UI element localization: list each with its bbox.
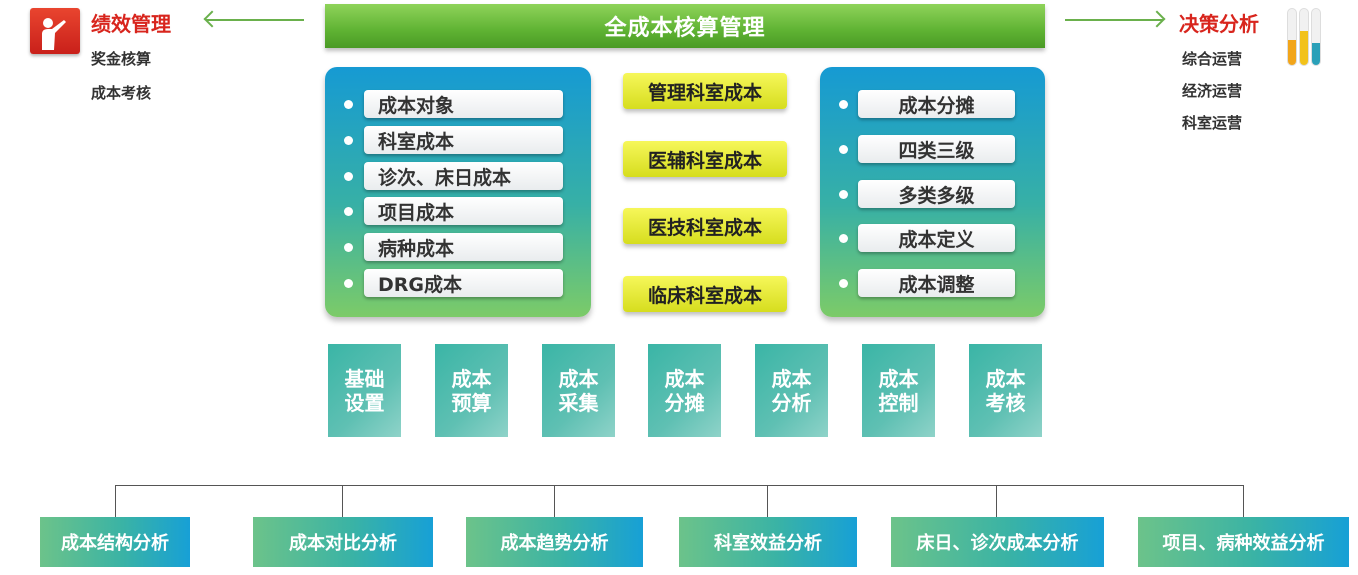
right-panel-item: 四类三级 (858, 135, 1015, 163)
corner-left-item: 成本考核 (91, 84, 152, 102)
bullet-icon (344, 172, 353, 181)
title-bar: 全成本核算管理 (325, 4, 1045, 48)
module-box: 成本分析 (755, 344, 828, 437)
bullet-icon (839, 279, 848, 288)
corner-left-item: 奖金核算 (91, 50, 152, 68)
module-box: 成本控制 (862, 344, 935, 437)
analysis-box: 项目、病种效益分析 (1138, 517, 1349, 567)
module-box: 成本预算 (435, 344, 508, 437)
tree-connector (342, 485, 343, 517)
test-tube-bar-1 (1287, 8, 1297, 66)
bullet-icon (839, 100, 848, 109)
tube-fill (1288, 39, 1296, 65)
left-panel-item: DRG成本 (364, 269, 563, 297)
corner-right-item: 科室运营 (1182, 114, 1243, 132)
tube-fill (1312, 42, 1320, 65)
dept-cost-label: 医技科室成本 (623, 208, 787, 244)
tree-connector (115, 485, 1244, 486)
bullet-icon (344, 100, 353, 109)
tree-connector (1243, 485, 1244, 517)
right-panel-item: 成本定义 (858, 224, 1015, 252)
left-panel-item: 成本对象 (364, 90, 563, 118)
dept-cost-label: 管理科室成本 (623, 73, 787, 109)
bullet-icon (344, 136, 353, 145)
tree-connector (996, 485, 997, 517)
right-panel-item: 成本分摊 (858, 90, 1015, 118)
test-tube-bar-2 (1299, 8, 1309, 66)
presenter-icon (30, 8, 80, 54)
corner-right-item: 经济运营 (1182, 82, 1243, 100)
bullet-icon (839, 234, 848, 243)
module-box: 成本分摊 (648, 344, 721, 437)
bullet-icon (344, 207, 353, 216)
tube-fill (1300, 31, 1308, 65)
module-box: 基础设置 (328, 344, 401, 437)
bullet-icon (839, 190, 848, 199)
analysis-box: 成本趋势分析 (466, 517, 643, 567)
performance-title: 绩效管理 (91, 12, 171, 36)
left-panel-item: 诊次、床日成本 (364, 162, 563, 190)
arrow-right-icon (1065, 19, 1163, 21)
module-box: 成本采集 (542, 344, 615, 437)
bullet-icon (344, 279, 353, 288)
corner-right-item: 综合运营 (1182, 50, 1243, 68)
tree-connector (554, 485, 555, 517)
right-panel-item: 成本调整 (858, 269, 1015, 297)
analysis-box: 成本对比分析 (253, 517, 433, 567)
left-panel-item: 项目成本 (364, 197, 563, 225)
right-panel-item: 多类多级 (858, 180, 1015, 208)
bullet-icon (839, 145, 848, 154)
tree-connector (767, 485, 768, 517)
dept-cost-label: 医辅科室成本 (623, 141, 787, 177)
bullet-icon (344, 243, 353, 252)
left-panel-item: 科室成本 (364, 126, 563, 154)
module-box: 成本考核 (969, 344, 1042, 437)
analysis-box: 科室效益分析 (679, 517, 857, 567)
analysis-box: 成本结构分析 (40, 517, 190, 567)
analysis-box: 床日、诊次成本分析 (891, 517, 1104, 567)
test-tube-bar-3 (1311, 8, 1321, 66)
arrow-left-icon (206, 19, 304, 21)
tree-connector (115, 485, 116, 517)
left-panel-item: 病种成本 (364, 233, 563, 261)
decision-title: 决策分析 (1179, 12, 1259, 36)
dept-cost-label: 临床科室成本 (623, 276, 787, 312)
